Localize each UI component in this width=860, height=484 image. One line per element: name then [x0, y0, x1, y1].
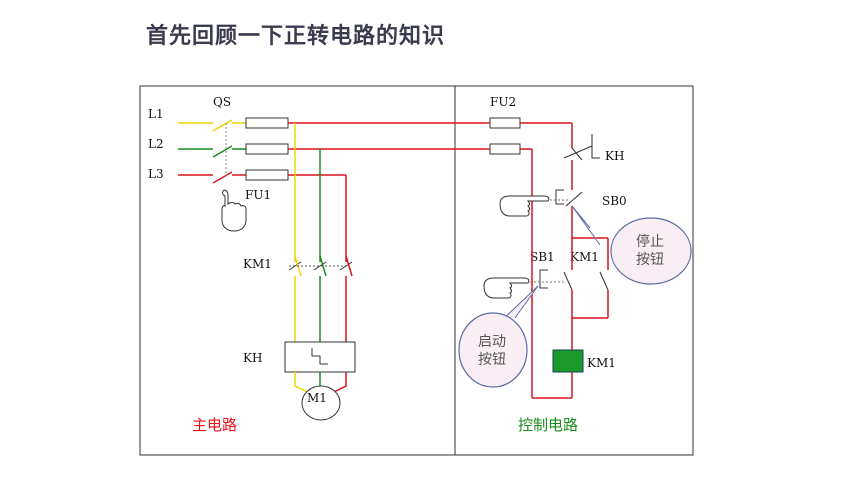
main-circuit-frame: [139, 85, 456, 456]
wire-l3-to-motor: [331, 372, 347, 394]
kh-contact-symbol: [563, 134, 600, 159]
start-bubble-line1: 启动: [478, 334, 506, 350]
switch-label-qs: QS: [213, 95, 231, 109]
fuse-fu1-l1: [245, 117, 289, 129]
kh-nc-contact: [571, 147, 583, 161]
kh-contact-label: KH: [605, 149, 624, 163]
page-title: 首先回顾一下正转电路的知识: [146, 24, 446, 49]
phase-label-l3: L3: [148, 167, 164, 181]
motor-m1: [301, 385, 341, 421]
fuse-fu1-l3: [245, 169, 289, 181]
kh-heater-symbol: [311, 348, 328, 365]
qs-blade-l1: [212, 119, 233, 132]
stop-bubble-line2: 按钮: [636, 252, 664, 268]
stop-button-callout: 停止 按钮: [571, 205, 692, 285]
fuse-fu2-bottom: [489, 143, 521, 155]
control-circuit-caption: 控制电路: [518, 416, 578, 434]
aux-contact-label-km1: KM1: [570, 250, 599, 264]
main-circuit-caption: 主电路: [192, 416, 237, 434]
km1-contact-l2-bar: [313, 261, 327, 271]
control-circuit-frame: [454, 85, 694, 456]
motor-label-m1: M1: [307, 391, 327, 405]
phase-label-l2: L2: [148, 137, 164, 151]
fuse-label-fu2: FU2: [490, 95, 516, 109]
fuse-fu2-top: [489, 117, 521, 129]
fuse-label-fu1: FU1: [245, 188, 271, 202]
hand-pointing-sb1-icon: [483, 277, 530, 299]
qs-blade-l3: [212, 171, 233, 184]
wire-l1-to-motor: [294, 372, 311, 394]
start-button-label-sb1: SB1: [530, 250, 555, 264]
sb1-button-head: [539, 269, 548, 289]
start-bubble-line2: 按钮: [478, 352, 506, 368]
qs-blade-l2: [212, 145, 233, 158]
km1-contact-l3: [345, 255, 353, 277]
contactor-label-km1: KM1: [243, 257, 272, 271]
start-button-callout: 启动 按钮: [458, 285, 539, 388]
coil-label-km1: KM1: [587, 356, 616, 370]
sb0-button-head: [555, 189, 564, 205]
stop-bubble-line1: 停止: [636, 233, 664, 250]
overload-label-kh: KH: [243, 351, 262, 365]
stop-button-label-sb0: SB0: [602, 194, 627, 208]
hand-pointing-sb0-icon: [499, 195, 550, 217]
phase-label-l1: L1: [148, 107, 164, 121]
pointing-hand-icon: [221, 189, 247, 232]
contactor-coil-km1: [552, 349, 584, 373]
sb1-contact: [563, 271, 573, 291]
km1-aux-contact: [599, 271, 609, 291]
fuse-fu1-l2: [245, 143, 289, 155]
sb0-contact: [565, 191, 583, 207]
